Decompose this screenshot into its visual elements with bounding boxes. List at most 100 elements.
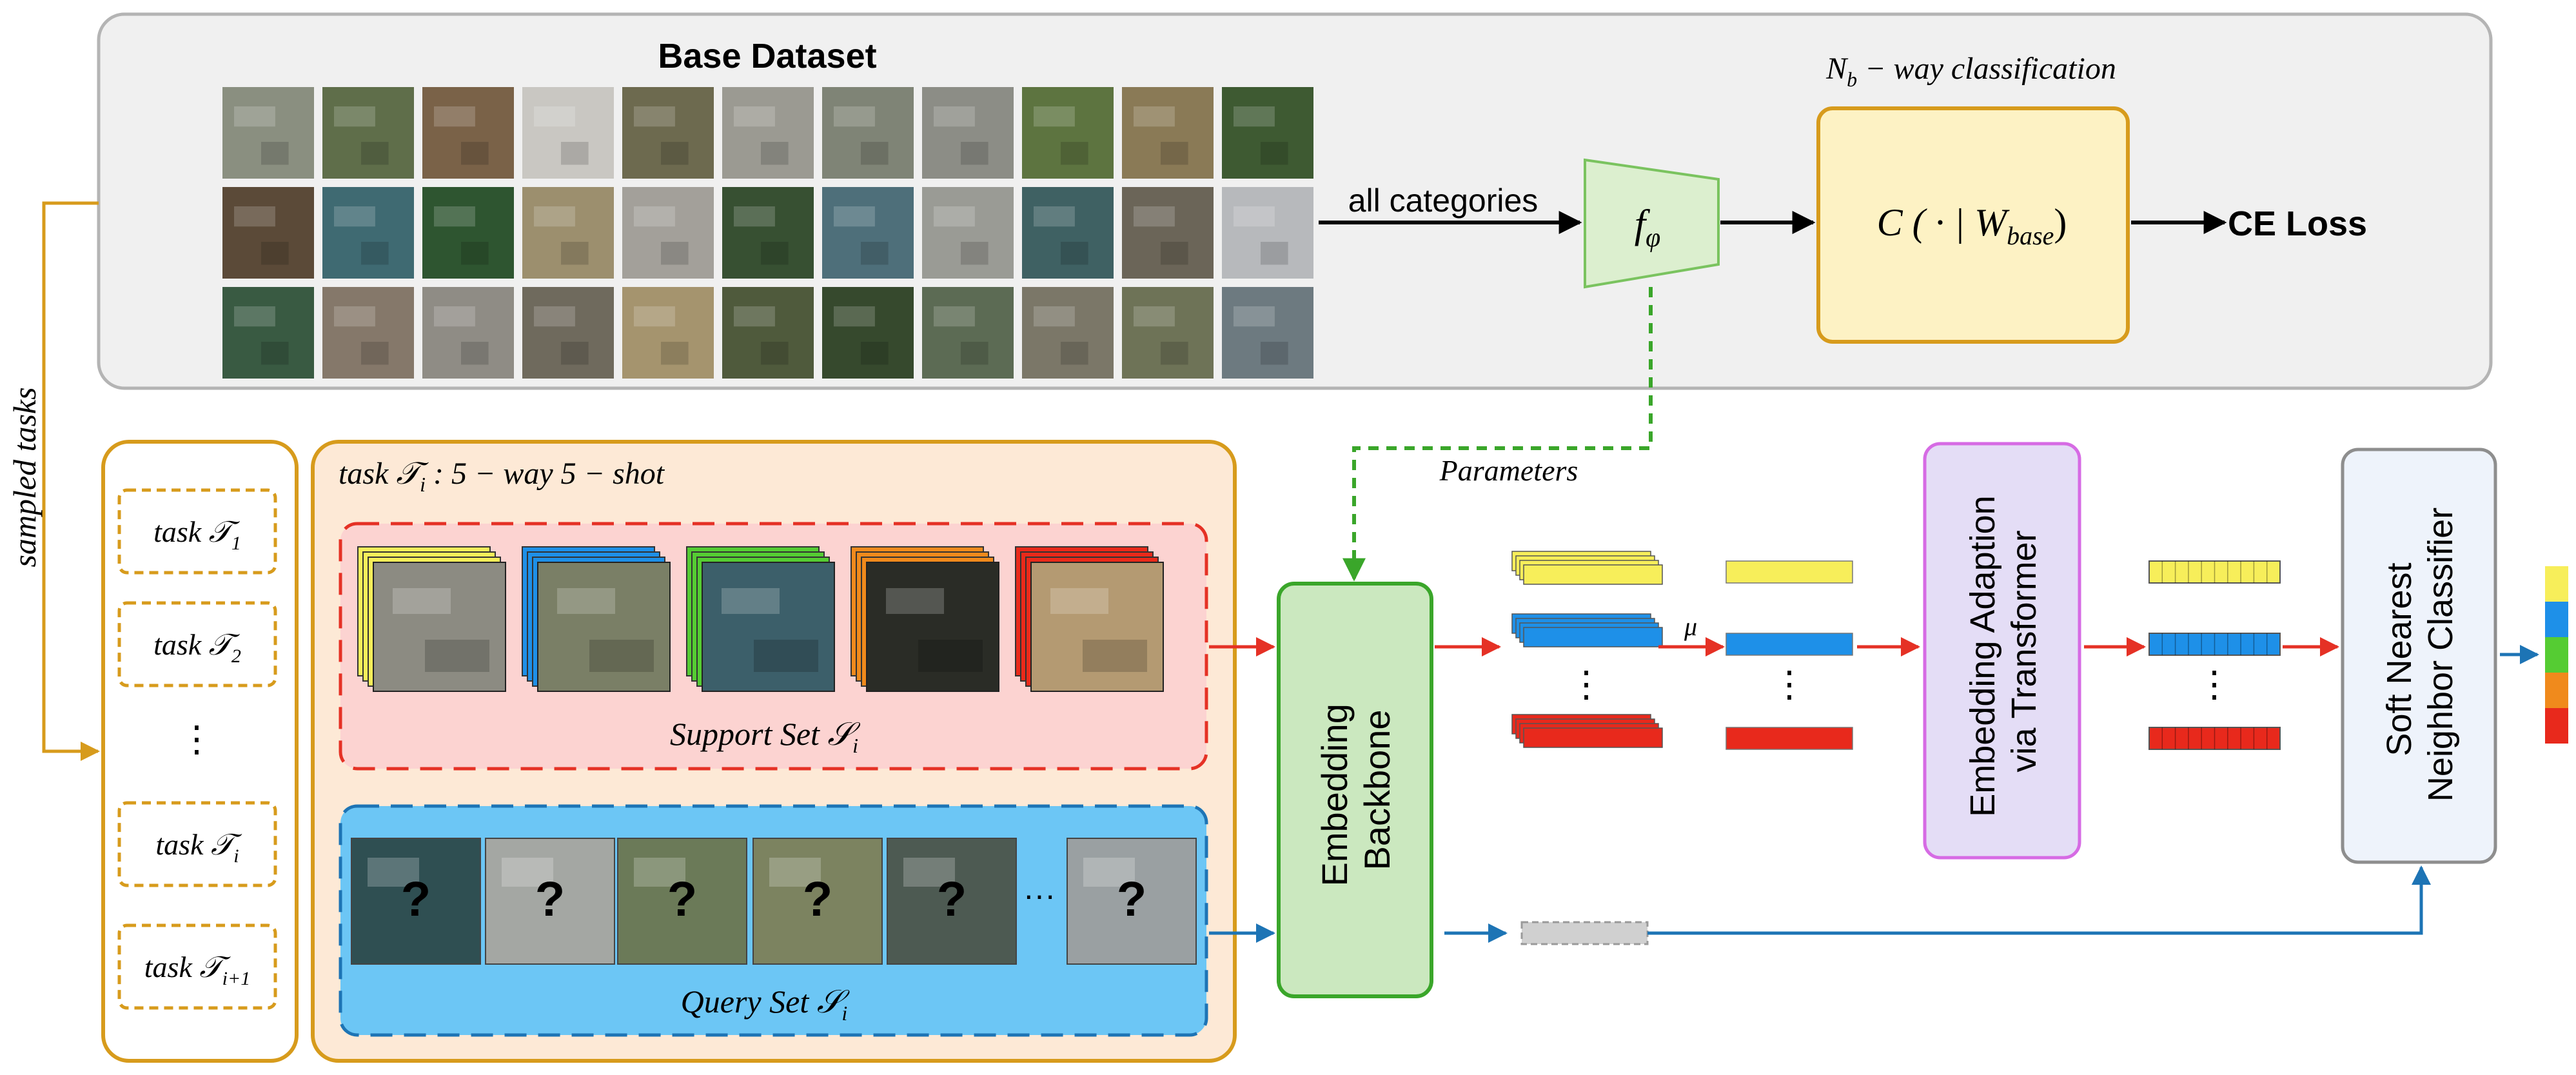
- base-thumbnail: [1122, 187, 1214, 279]
- thumbnail-texture: [934, 206, 975, 227]
- thumbnail-texture: [1034, 106, 1075, 127]
- support-embedding-vector: [1523, 564, 1663, 585]
- thumbnail-texture: [1134, 106, 1175, 127]
- support-set-label: Support Set 𝒮i: [670, 716, 861, 757]
- base-thumbnail: [1022, 187, 1114, 279]
- soft-nn-classifier-label: Soft Nearest Neighbor Classifier: [2380, 508, 2460, 802]
- thumbnail-texture: [434, 306, 475, 327]
- thumbnail-texture: [834, 306, 875, 327]
- support-embeddings: [1511, 551, 1663, 748]
- query-question-mark: ?: [803, 872, 832, 927]
- thumbnail-texture: [561, 342, 589, 365]
- base-thumbnail: [222, 87, 314, 179]
- thumbnail-texture: [334, 306, 375, 327]
- task-card: [117, 801, 277, 887]
- parameters-connector: [1342, 287, 1653, 582]
- thumbnail-texture: [961, 242, 988, 265]
- thumbnail-texture: [861, 242, 889, 265]
- support-image: [537, 562, 671, 692]
- base-thumbnail: [722, 87, 814, 179]
- query-image-texture: [903, 858, 955, 887]
- thumbnail-texture: [861, 342, 889, 365]
- support-image-texture: [1050, 588, 1108, 614]
- query-image: [887, 838, 1017, 965]
- thumbnail-texture: [1061, 142, 1088, 165]
- base-thumbnail: [822, 287, 914, 379]
- thumbnail-texture: [961, 142, 988, 165]
- base-thumbnail: [322, 287, 414, 379]
- base-thumbnail: [622, 187, 714, 279]
- thumbnail-texture: [834, 106, 875, 127]
- query-embedding: [1520, 921, 1649, 945]
- soft-nn-classifier-box: [2341, 448, 2497, 864]
- query-question-mark: ?: [401, 872, 431, 927]
- support-image-texture: [886, 588, 944, 614]
- base-thumbnail: [1222, 287, 1313, 379]
- thumbnail-texture: [1134, 306, 1175, 327]
- thumbnail-texture: [1061, 242, 1088, 265]
- output-class-cell: [2545, 637, 2568, 673]
- base-thumbnail: [422, 87, 514, 179]
- base-thumbnail: [522, 287, 614, 379]
- base-thumbnail: [922, 87, 1014, 179]
- output-class-cell: [2545, 602, 2568, 637]
- base-thumbnail: [422, 187, 514, 279]
- query-image: [1067, 838, 1197, 965]
- mean-label: μ: [1684, 612, 1697, 641]
- query-image: [617, 838, 747, 965]
- ce-loss-label: CE Loss: [2228, 204, 2367, 243]
- thumbnail-texture: [1161, 342, 1188, 365]
- nb-way-classification-label: Nb − way classification: [1825, 52, 2116, 91]
- support-image-texture: [1083, 640, 1147, 672]
- query-to-classifier-arrow: [1647, 865, 2431, 935]
- all-categories-label: all categories: [1348, 182, 1539, 219]
- prediction-output: [2545, 566, 2568, 744]
- embeddings-vdots: ⋮: [1568, 664, 1604, 704]
- prototype-vector: [1726, 633, 1853, 656]
- thumbnail-texture: [834, 206, 875, 227]
- base-thumbnail: [922, 287, 1014, 379]
- query-image-texture: [368, 858, 419, 887]
- support-image: [702, 562, 835, 692]
- support-image-texture: [557, 588, 615, 614]
- embedding-backbone-box: [1277, 582, 1433, 998]
- f-phi-encoder: [1584, 158, 1720, 289]
- output-class-cell: [2545, 708, 2568, 744]
- base-classifier-box: [1816, 106, 2130, 344]
- support-image-texture: [589, 640, 654, 672]
- episode-title: task 𝒯i : 5 − way 5 − shot: [339, 457, 665, 496]
- output-class-cell: [2545, 673, 2568, 708]
- thumbnail-texture: [534, 206, 575, 227]
- thumbnail-texture: [1261, 242, 1288, 265]
- base-thumbnail: [322, 87, 414, 179]
- thumbnail-texture: [461, 242, 489, 265]
- base-thumbnail: [622, 87, 714, 179]
- thumbnail-texture: [1261, 142, 1288, 165]
- thumbnail-texture: [1034, 206, 1075, 227]
- query-question-mark: ?: [1117, 872, 1146, 927]
- thumbnail-texture: [734, 106, 775, 127]
- base-thumbnail: [422, 287, 514, 379]
- query-set-images: ??????···: [351, 838, 1197, 965]
- thumbnail-texture: [434, 106, 475, 127]
- prototype-vector: [1726, 560, 1853, 584]
- support-image-texture: [918, 640, 983, 672]
- query-question-mark: ?: [667, 872, 697, 927]
- thumbnail-texture: [1161, 142, 1188, 165]
- output-class-cell: [2545, 566, 2568, 602]
- task-card: [117, 601, 277, 687]
- query-image: [752, 838, 883, 965]
- base-thumbnail: [1022, 87, 1114, 179]
- adapted-prototypes: [2148, 560, 2281, 750]
- task-card: [117, 923, 277, 1010]
- base-image-grid: [222, 87, 1313, 379]
- base-thumbnail: [1122, 287, 1214, 379]
- thumbnail-texture: [434, 206, 475, 227]
- sampled-tasks-arrow: [42, 201, 100, 761]
- thumbnail-texture: [361, 142, 389, 165]
- base-thumbnail: [522, 187, 614, 279]
- task-card-label: task 𝒯i: [155, 828, 242, 867]
- task-card: [117, 488, 277, 575]
